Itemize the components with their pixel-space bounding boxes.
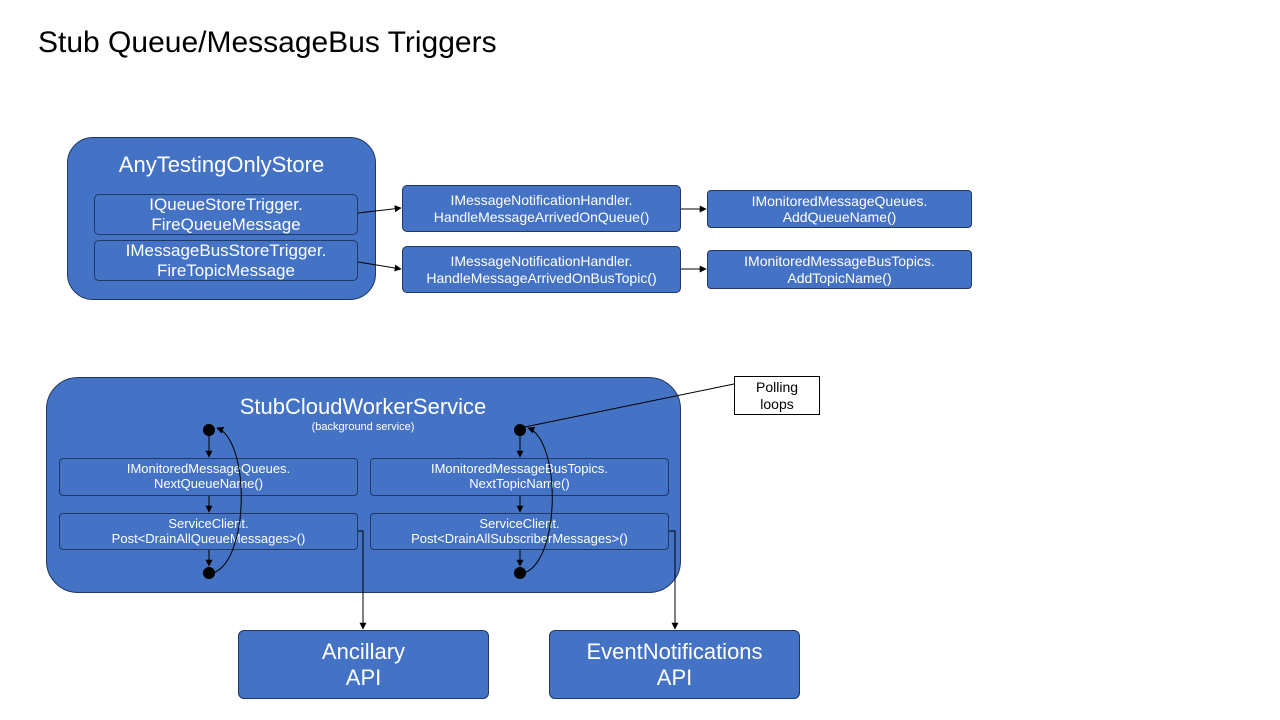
monitored-topics-line2: AddTopicName() bbox=[787, 269, 892, 286]
bus-handler-line1: IMessageNotificationHandler. bbox=[450, 253, 633, 270]
post-queue-line2: Post<DrainAllQueueMessages>() bbox=[111, 530, 306, 546]
queue-handler-box: IMessageNotificationHandler. HandleMessa… bbox=[402, 185, 681, 232]
event-notifications-api-line2: API bbox=[656, 664, 693, 690]
next-queue-line2: NextQueueName() bbox=[153, 476, 264, 491]
monitored-topics-line1: IMonitoredMessageBusTopics. bbox=[744, 253, 935, 270]
bus-store-trigger-box: IMessageBusStoreTrigger. FireTopicMessag… bbox=[94, 240, 358, 281]
next-topic-box: IMonitoredMessageBusTopics. NextTopicNam… bbox=[370, 458, 669, 496]
next-topic-line2: NextTopicName() bbox=[469, 476, 570, 491]
worker-subtitle: (background service) bbox=[311, 421, 415, 433]
bus-handler-box: IMessageNotificationHandler. HandleMessa… bbox=[402, 246, 681, 293]
next-queue-box: IMonitoredMessageQueues. NextQueueName() bbox=[59, 458, 358, 496]
ancillary-api-line2: API bbox=[345, 664, 382, 690]
queue-store-trigger-box: IQueueStoreTrigger. FireQueueMessage bbox=[94, 194, 358, 235]
post-topic-box: ServiceClient. Post<DrainAllSubscriberMe… bbox=[370, 513, 669, 550]
post-topic-line2: Post<DrainAllSubscriberMessages>() bbox=[411, 530, 628, 546]
post-queue-box: ServiceClient. Post<DrainAllQueueMessage… bbox=[59, 513, 358, 550]
event-notifications-api-box: EventNotifications API bbox=[549, 630, 800, 699]
next-queue-line1: IMonitoredMessageQueues. bbox=[126, 461, 291, 477]
ancillary-api-line1: Ancillary bbox=[321, 639, 406, 665]
monitored-queues-line2: AddQueueName() bbox=[782, 209, 897, 225]
callout-line2: loops bbox=[760, 395, 794, 412]
queue-handler-line2: HandleMessageArrivedOnQueue() bbox=[433, 208, 650, 225]
post-topic-line1: ServiceClient. bbox=[479, 515, 560, 531]
bus-store-trigger-line1: IMessageBusStoreTrigger. bbox=[125, 240, 327, 260]
store-title: AnyTestingOnlyStore bbox=[118, 152, 325, 177]
monitored-topics-box: IMonitoredMessageBusTopics. AddTopicName… bbox=[707, 250, 972, 289]
next-topic-line1: IMonitoredMessageBusTopics. bbox=[430, 461, 609, 477]
ancillary-api-box: Ancillary API bbox=[238, 630, 489, 699]
callout-line1: Polling bbox=[755, 378, 799, 395]
event-notifications-api-line1: EventNotifications bbox=[586, 639, 763, 665]
worker-title: StubCloudWorkerService bbox=[239, 394, 487, 419]
polling-loops-callout: Polling loops bbox=[734, 376, 820, 415]
bus-handler-line2: HandleMessageArrivedOnBusTopic() bbox=[426, 269, 657, 286]
post-queue-line1: ServiceClient. bbox=[168, 515, 249, 531]
queue-store-trigger-line1: IQueueStoreTrigger. bbox=[149, 194, 303, 214]
page-title: Stub Queue/MessageBus Triggers bbox=[38, 26, 497, 59]
queue-handler-line1: IMessageNotificationHandler. bbox=[450, 192, 633, 209]
monitored-queues-line1: IMonitoredMessageQueues. bbox=[751, 192, 928, 209]
bus-store-trigger-line2: FireTopicMessage bbox=[157, 260, 295, 280]
monitored-queues-box: IMonitoredMessageQueues. AddQueueName() bbox=[707, 190, 972, 228]
queue-store-trigger-line2: FireQueueMessage bbox=[151, 214, 301, 234]
